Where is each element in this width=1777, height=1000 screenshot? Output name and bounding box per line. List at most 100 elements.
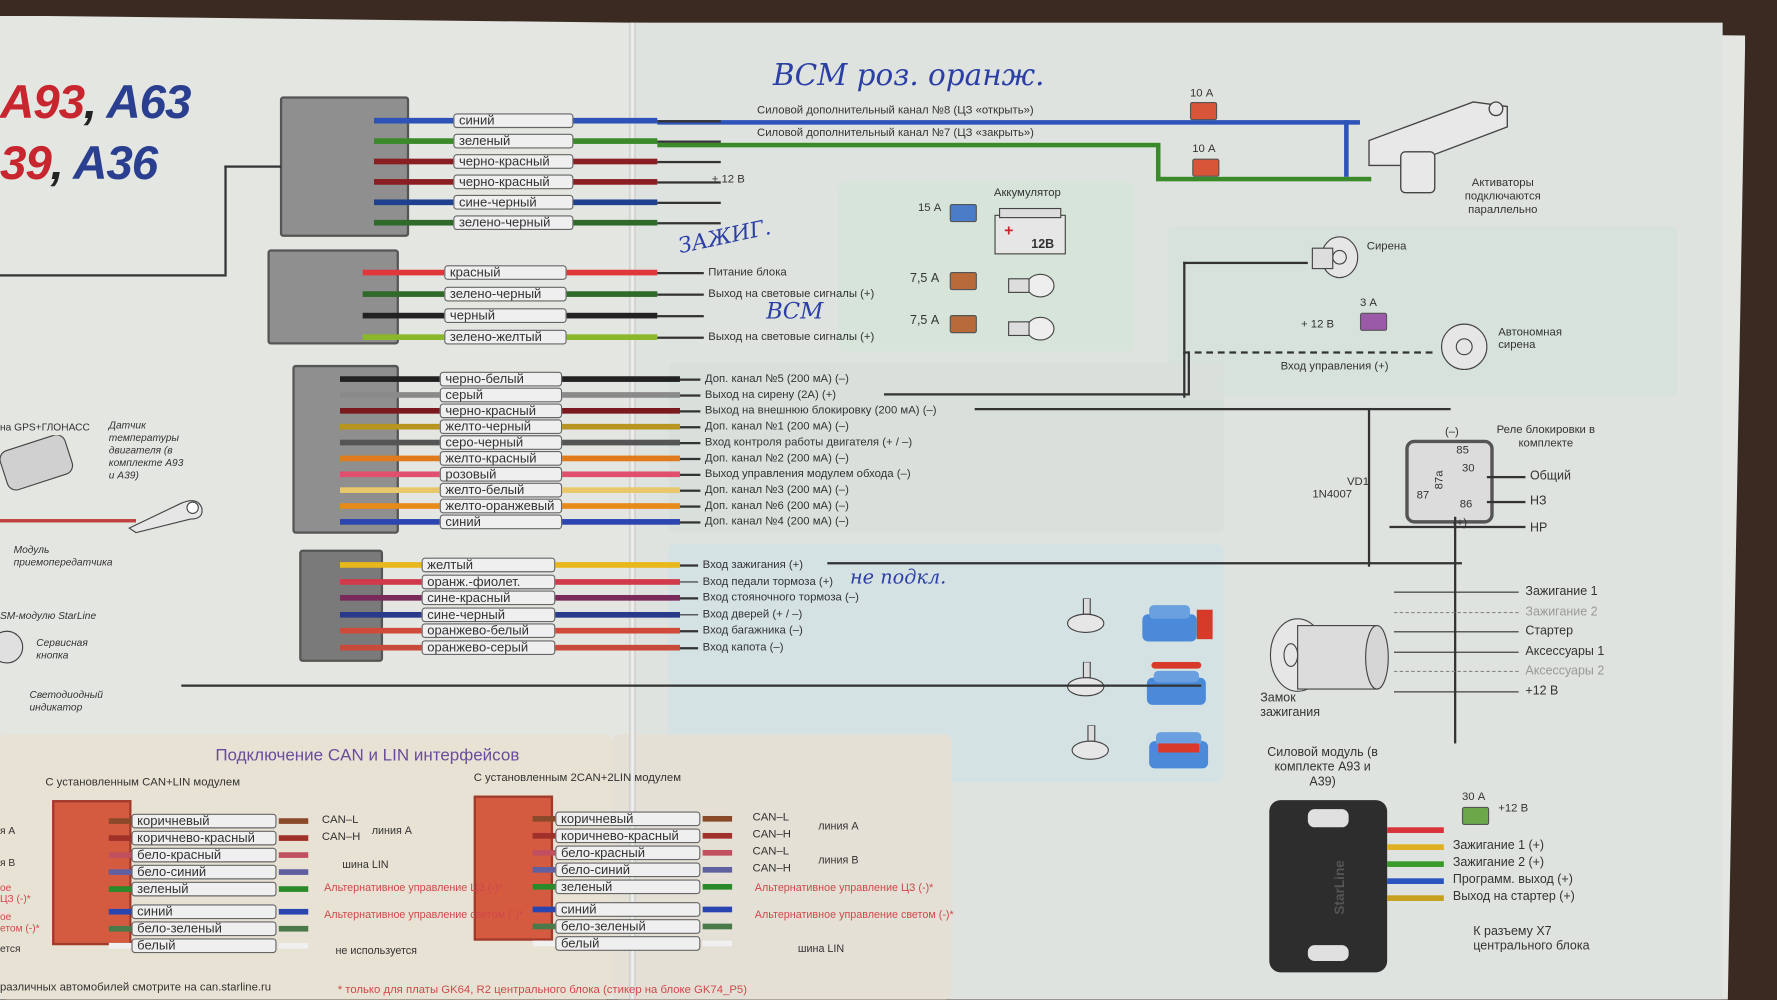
can-group-label: Альтернативное управление светом (-)* — [754, 908, 954, 922]
wire-function-label: Доп. канал №1 (200 мА) (–) — [704, 420, 849, 433]
siren-label: Сирена — [1366, 240, 1407, 253]
paper-fold — [628, 22, 636, 1000]
can-signal-label: CAN–L — [321, 813, 359, 827]
can-edge-label: ое — [0, 911, 12, 923]
can-wire-color-label: белый — [131, 938, 277, 954]
wire-lead — [679, 426, 701, 428]
wire — [362, 312, 445, 319]
lamp-bulb-icon — [1008, 316, 1055, 341]
wire — [339, 578, 422, 585]
wire — [339, 392, 440, 398]
can-wire — [278, 818, 309, 824]
wire-lead — [679, 457, 701, 460]
wire — [339, 423, 440, 430]
can-wire-color-label: зеленый — [555, 879, 701, 895]
fuse-power-label: 30 А — [1461, 791, 1486, 804]
can-group-label: линия А — [818, 820, 859, 833]
wire-lead — [679, 473, 701, 476]
ignition-output-label: Стартер — [1525, 624, 1574, 639]
wire-color-label: зеленый — [453, 133, 574, 149]
car-trunk-icon — [1146, 661, 1206, 705]
channel7-label: Силовой дополнительный канал №7 (ЦЗ «зак… — [757, 126, 1034, 140]
car-hood-icon — [1149, 732, 1209, 769]
ignition-output-wire — [1393, 631, 1519, 633]
can-wire-color-label: бело-синий — [555, 862, 701, 878]
wire-lead — [679, 647, 699, 649]
car-door-icon — [1142, 605, 1213, 642]
wire — [362, 291, 445, 297]
wire — [339, 519, 440, 525]
wire-color-label: зелено-черный — [453, 215, 574, 231]
channel8-label: Силовой дополнительный канал №8 (ЦЗ «отк… — [757, 104, 1034, 117]
can-signal-label: CAN–L — [752, 845, 790, 858]
limit-switch-icon — [1067, 598, 1105, 633]
wire-lead — [679, 441, 701, 444]
wire — [339, 644, 422, 651]
can-wire-color-label: коричневый — [131, 813, 277, 829]
ignition-output-wire — [1393, 690, 1519, 692]
can-wire-color-label: коричнево-красный — [131, 830, 277, 846]
door-lock-actuator-icon — [1368, 101, 1508, 194]
blocking-wire — [974, 407, 1451, 411]
can-footer-link[interactable]: различных автомобилей смотрите на can.st… — [0, 981, 272, 994]
can-group-label: линия В — [818, 854, 859, 867]
fuse-15a-icon — [949, 203, 977, 223]
wire — [339, 407, 440, 414]
can-wire — [278, 925, 309, 932]
diode-name: VD1 — [1346, 475, 1370, 489]
can-right-subtitle: С установленным 2CAN+2LIN модулем — [473, 771, 681, 785]
wire — [339, 595, 422, 601]
diode-wire — [1367, 407, 1371, 567]
fuse-battery-label: 15 А — [917, 201, 942, 215]
can-group-label: шина LIN — [342, 859, 389, 872]
wire-lead — [657, 315, 704, 317]
wire-color-label: черно-красный — [453, 174, 574, 190]
wire-lead — [657, 160, 721, 163]
model-title-line1: A93, A63 — [0, 74, 191, 129]
wire-function-label: Выход на световые сигналы (+) — [708, 287, 875, 301]
ignition-output-wire — [1393, 611, 1519, 613]
harness-wire — [0, 274, 227, 277]
relay-86-wire — [1454, 516, 1457, 744]
can-wire — [702, 849, 733, 856]
fuse-7-5a-icon — [949, 271, 977, 291]
autonomous-siren-icon — [1440, 323, 1488, 371]
wire-color-label: желтый — [421, 557, 556, 573]
handwritten-note-not-connected: не подкл. — [849, 566, 947, 590]
gps-antenna-icon — [0, 435, 74, 491]
wire-color-label: оранж.-фиолет. — [421, 574, 556, 589]
can-wire-color-label: белый — [555, 936, 701, 951]
can-group-label: Альтернативное управление ЦЗ (-)* — [754, 881, 934, 895]
siren-control-input-label: Вход управления (+) — [1280, 360, 1389, 373]
led-label: Светодиодный индикатор — [29, 689, 103, 713]
wire-color-label: синий — [453, 113, 574, 129]
fuse-10a-icon — [1192, 158, 1220, 177]
gsm-label: SM-модулю StarLine — [0, 609, 97, 622]
relay-pin-87: 87 — [1416, 489, 1430, 503]
wire-color-label: синий — [439, 514, 563, 530]
harness-wire — [224, 165, 227, 275]
relay-pin-30: 30 — [1461, 462, 1475, 475]
wire-function-label: Доп. канал №3 (200 мА) (–) — [704, 483, 849, 497]
can-group-label: шина LIN — [797, 942, 845, 956]
temp-sensor-wire — [0, 519, 136, 523]
wire-lead — [679, 630, 699, 633]
can-wire-color-label: коричневый — [555, 811, 701, 827]
can-edge-label: ЦЗ (-)* — [0, 893, 31, 905]
channel8-wire — [657, 120, 1360, 125]
transceiver-label: Модуль приемопередатчика — [13, 543, 113, 568]
can-wire — [702, 832, 733, 839]
can-wire — [108, 942, 132, 949]
can-edge-label: ется — [0, 942, 21, 955]
connector-4 — [299, 549, 384, 662]
wire — [562, 455, 680, 462]
battery-voltage: 12В — [1031, 237, 1055, 252]
can-edge-label: я В — [0, 856, 16, 869]
wire — [566, 269, 658, 276]
ignition-output-wire — [1393, 670, 1519, 673]
can-wire-color-label: синий — [131, 904, 277, 920]
siren-wire — [1183, 261, 1308, 265]
can-wire — [108, 852, 132, 858]
relay-output-nc: НЗ — [1529, 494, 1547, 508]
wire — [562, 519, 680, 525]
